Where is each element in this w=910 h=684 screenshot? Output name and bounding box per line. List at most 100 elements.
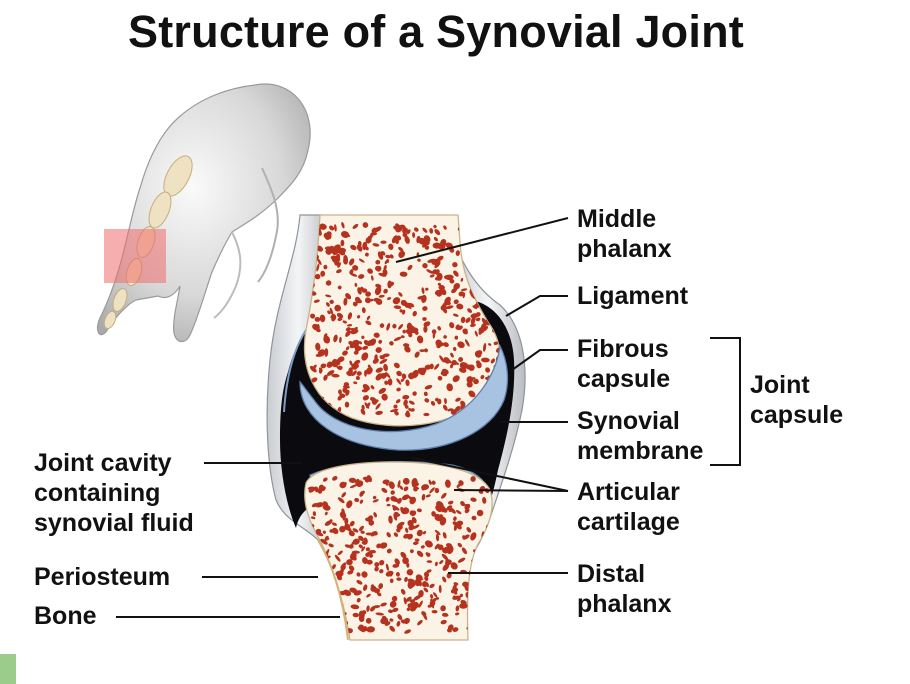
spongy-bone-pore	[389, 254, 394, 259]
spongy-bone-pore	[346, 559, 353, 566]
spongy-bone-pore	[388, 481, 395, 489]
spongy-bone-pore	[361, 546, 366, 552]
spongy-bone-pore	[354, 282, 358, 287]
spongy-bone-pore	[460, 599, 467, 605]
spongy-bone-pore	[347, 570, 354, 575]
spongy-bone-pore	[314, 554, 321, 562]
spongy-bone-pore	[354, 345, 361, 352]
spongy-bone-pore	[467, 228, 473, 234]
spongy-bone-pore	[394, 558, 400, 565]
spongy-bone-pore	[395, 235, 402, 241]
spongy-bone-pore	[373, 226, 382, 233]
spongy-bone-pore	[393, 336, 402, 342]
spongy-bone-pore	[424, 384, 433, 390]
spongy-bone-pore	[329, 519, 333, 524]
spongy-bone-pore	[479, 610, 486, 617]
spongy-bone-pore	[385, 482, 389, 486]
spongy-bone-pore	[395, 239, 399, 244]
spongy-bone-pore	[357, 287, 362, 295]
spongy-bone-pore	[398, 250, 406, 258]
spongy-bone-pore	[312, 364, 317, 370]
spongy-bone-pore	[407, 264, 413, 271]
spongy-bone-pore	[375, 612, 384, 616]
spongy-bone-pore	[417, 575, 424, 581]
spongy-bone-pore	[474, 253, 479, 260]
spongy-bone-pore	[341, 222, 345, 229]
spongy-bone-pore	[437, 282, 442, 286]
spongy-bone-pore	[360, 408, 366, 415]
spongy-bone-pore	[326, 361, 333, 368]
spongy-bone-pore	[346, 371, 353, 377]
spongy-bone-pore	[361, 352, 369, 361]
spongy-bone-pore	[314, 316, 321, 322]
spongy-bone-pore	[365, 320, 372, 326]
spongy-bone-pore	[460, 501, 465, 507]
spongy-bone-pore	[466, 256, 471, 263]
label-ligament: Ligament	[577, 282, 689, 310]
label-joint-capsule-line1: Joint	[750, 371, 810, 399]
spongy-bone-pore	[342, 320, 347, 324]
spongy-bone-pore	[310, 313, 316, 319]
spongy-bone-pore	[494, 223, 499, 229]
spongy-bone-pore	[410, 604, 414, 611]
spongy-bone-pore	[434, 229, 441, 236]
spongy-bone-pore	[389, 578, 394, 583]
spongy-bone-pore	[347, 312, 353, 320]
spongy-bone-pore	[406, 607, 411, 611]
distal-phalanx-bone	[304, 461, 493, 641]
spongy-bone-pore	[370, 531, 376, 537]
spongy-bone-pore	[429, 228, 434, 234]
spongy-bone-pore	[392, 607, 399, 613]
spongy-bone-pore	[435, 597, 440, 600]
spongy-bone-pore	[481, 560, 487, 566]
highlight-box	[104, 229, 166, 283]
spongy-bone-pore	[349, 520, 355, 527]
spongy-bone-pore	[367, 627, 374, 632]
spongy-bone-pore	[470, 476, 476, 482]
spongy-bone-pore	[334, 554, 341, 562]
spongy-bone-pore	[362, 476, 372, 481]
spongy-bone-pore	[482, 343, 487, 352]
spongy-bone-pore	[400, 551, 407, 559]
spongy-bone-pore	[435, 533, 440, 542]
spongy-bone-pore	[371, 227, 377, 233]
spongy-bone-pore	[331, 564, 336, 570]
spongy-bone-pore	[423, 325, 428, 333]
spongy-bone-pore	[390, 496, 398, 502]
spongy-bone-pore	[404, 576, 408, 582]
spongy-bone-pore	[480, 374, 485, 380]
label-periosteum: Periosteum	[34, 563, 171, 591]
spongy-bone-pore	[487, 279, 494, 287]
spongy-bone-pore	[324, 348, 329, 357]
spongy-bone-pore	[375, 259, 381, 265]
spongy-bone-pore	[381, 372, 387, 379]
spongy-bone-pore	[412, 310, 417, 317]
spongy-bone-pore	[340, 564, 346, 571]
spongy-bone-pore	[372, 499, 379, 503]
spongy-bone-pore	[324, 578, 331, 585]
spongy-bone-pore	[361, 571, 368, 578]
spongy-bone-pore	[425, 552, 429, 556]
spongy-bone-pore	[466, 381, 473, 388]
spongy-bone-pore	[410, 549, 414, 554]
spongy-bone-pore	[412, 391, 417, 396]
spongy-bone-pore	[421, 611, 427, 617]
spongy-bone-pore	[434, 543, 440, 550]
spongy-bone-pore	[402, 477, 410, 485]
spongy-bone-pore	[422, 317, 427, 321]
spongy-bone-pore	[358, 535, 365, 542]
spongy-bone-pore	[430, 600, 435, 609]
spongy-bone-pore	[437, 514, 444, 520]
spongy-bone-pore	[464, 508, 470, 514]
hand-illustration	[96, 83, 311, 343]
spongy-bone-pore	[440, 605, 446, 612]
spongy-bone-pore	[338, 365, 341, 370]
spongy-bone-pore	[316, 586, 321, 592]
middle-phalanx-bone	[303, 214, 501, 427]
spongy-bone-pore	[380, 240, 387, 244]
spongy-bone-pore	[342, 385, 350, 389]
spongy-bone-pore	[373, 297, 380, 302]
spongy-bone-pore	[486, 584, 493, 589]
spongy-bone-pore	[385, 372, 391, 379]
spongy-bone-pore	[377, 251, 384, 260]
